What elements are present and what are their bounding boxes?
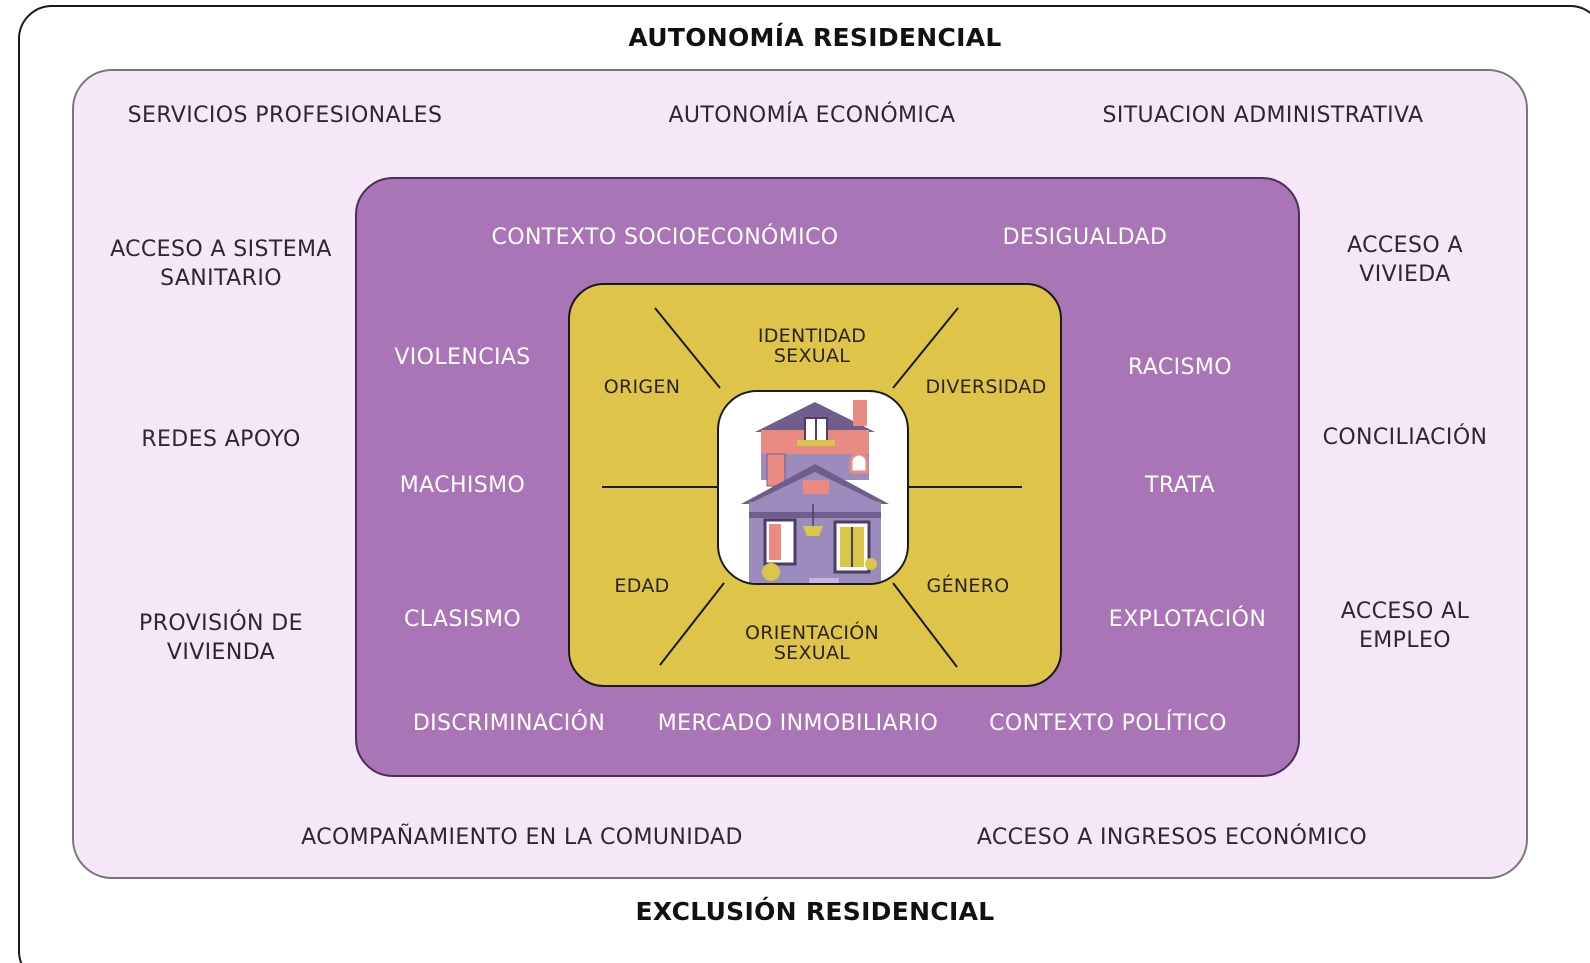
middle-label: VIOLENCIAS bbox=[394, 345, 531, 370]
outer-label: ACCESO A INGRESOS ECONÓMICO bbox=[976, 825, 1368, 850]
middle-label: CLASISMO bbox=[403, 607, 522, 632]
middle-label: DESIGUALDAD bbox=[1002, 225, 1168, 250]
core-label: DIVERSIDAD bbox=[925, 376, 1047, 398]
top-title: AUTONOMÍA RESIDENCIAL bbox=[628, 23, 1002, 52]
middle-label: CONTEXTO SOCIOECONÓMICO bbox=[491, 225, 839, 250]
house-icon bbox=[741, 400, 889, 583]
outer-label: SITUACION ADMINISTRATIVA bbox=[1102, 103, 1424, 128]
core-label: ORIGEN bbox=[603, 376, 681, 398]
middle-label: MERCADO INMOBILIARIO bbox=[657, 711, 939, 736]
outer-label: SERVICIOS PROFESIONALES bbox=[127, 103, 443, 128]
house-icon-frame bbox=[717, 390, 909, 585]
outer-label: REDES APOYO bbox=[141, 427, 301, 452]
middle-label: EXPLOTACIÓN bbox=[1108, 607, 1267, 632]
bottom-title: EXCLUSIÓN RESIDENCIAL bbox=[635, 897, 995, 926]
core-label: GÉNERO bbox=[926, 575, 1010, 597]
outer-label: CONCILIACIÓN bbox=[1322, 425, 1488, 450]
middle-label: TRATA bbox=[1145, 473, 1215, 498]
core-label: EDAD bbox=[614, 575, 670, 597]
middle-label: CONTEXTO POLÍTICO bbox=[989, 711, 1227, 736]
outer-label: ACOMPAÑAMIENTO EN LA COMUNIDAD bbox=[301, 825, 743, 850]
outer-label: AUTONOMÍA ECONÓMICA bbox=[668, 103, 956, 128]
middle-label: DISCRIMINACIÓN bbox=[412, 711, 606, 736]
middle-label: MACHISMO bbox=[399, 473, 526, 498]
middle-label: RACISMO bbox=[1128, 355, 1232, 380]
outer-frame bbox=[18, 5, 1590, 963]
